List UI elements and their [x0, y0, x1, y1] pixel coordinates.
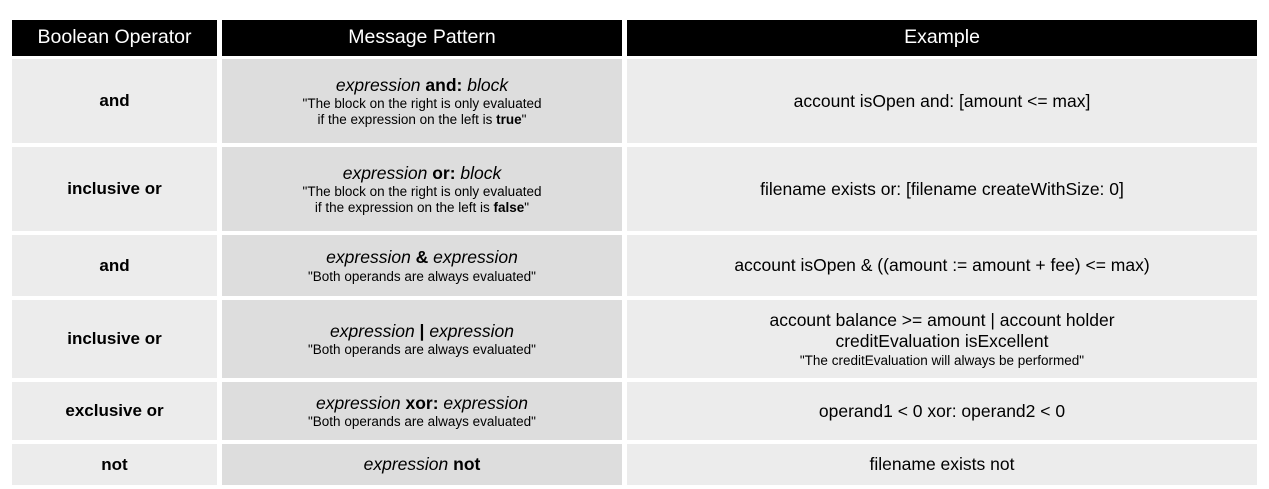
pattern-keyword: not [453, 454, 481, 475]
table-row: exclusive or expression xor: expression … [12, 382, 1257, 441]
pattern-note-line2: if the expression on the left is true" [303, 112, 542, 128]
cell-message-pattern: expression and: block "The block on the … [222, 59, 622, 144]
cell-example: account isOpen & ((amount := amount + fe… [627, 235, 1257, 297]
example-line: filename exists or: [filename createWith… [760, 178, 1124, 199]
pattern-signature: expression and: block [336, 75, 508, 96]
pattern-pre: expression [326, 247, 416, 268]
pattern-note: "The block on the right is only evaluate… [303, 184, 542, 216]
pattern-note: "Both operands are always evaluated" [308, 269, 536, 285]
column-header-message-pattern: Message Pattern [222, 20, 622, 57]
pattern-signature: expression & expression [326, 247, 518, 268]
cell-message-pattern: expression not [222, 444, 622, 486]
note-pre: if the expression on the left is [317, 112, 497, 128]
pattern-pre: expression [330, 320, 420, 341]
cell-operator: and [12, 235, 217, 297]
table-header-row: Boolean Operator Message Pattern Example [12, 20, 1257, 57]
pattern-note: "Both operands are always evaluated" [308, 342, 536, 358]
cell-operator: not [12, 444, 217, 486]
cell-message-pattern: expression xor: expression "Both operand… [222, 382, 622, 441]
table-row: not expression not filename exists not [12, 444, 1257, 486]
column-header-example: Example [627, 20, 1257, 57]
example-note: "The creditEvaluation will always be per… [799, 352, 1085, 368]
table-row: and expression & expression "Both operan… [12, 235, 1257, 297]
pattern-pre: expression [335, 74, 426, 95]
pattern-keyword: and: [425, 74, 463, 95]
cell-message-pattern: expression & expression "Both operands a… [222, 235, 622, 297]
cell-example: account isOpen and: [amount <= max] [627, 59, 1257, 144]
pattern-note-line1: "The block on the right is only evaluate… [302, 96, 542, 112]
pattern-signature: expression xor: expression [316, 393, 528, 414]
example-line: account balance >= amount | account hold… [769, 309, 1115, 330]
table-row: inclusive or expression | expression "Bo… [12, 300, 1257, 379]
cell-example: filename exists not [627, 444, 1257, 486]
pattern-post: block [462, 74, 509, 95]
pattern-note-line2: if the expression on the left is false" [303, 200, 542, 216]
example-line: operand1 < 0 xor: operand2 < 0 [818, 400, 1066, 421]
pattern-note: "Both operands are always evaluated" [308, 414, 536, 430]
cell-operator: and [12, 59, 217, 144]
cell-operator: exclusive or [12, 382, 217, 441]
cell-example: operand1 < 0 xor: operand2 < 0 [627, 382, 1257, 441]
note-keyword: false [493, 200, 525, 216]
pattern-pre: expression [315, 392, 406, 413]
cell-operator: inclusive or [12, 300, 217, 379]
note-keyword: true [496, 112, 522, 128]
pattern-keyword: or: [432, 162, 456, 183]
pattern-note: "The block on the right is only evaluate… [303, 96, 542, 128]
example-line: account isOpen & ((amount := amount + fe… [734, 255, 1150, 276]
cell-message-pattern: expression or: block "The block on the r… [222, 147, 622, 232]
pattern-post: block [455, 162, 502, 183]
pattern-keyword: & [415, 247, 429, 268]
pattern-note-line1: "Both operands are always evaluated" [308, 342, 536, 358]
pattern-note-line1: "Both operands are always evaluated" [308, 268, 536, 284]
cell-example: account balance >= amount | account hold… [627, 300, 1257, 379]
pattern-signature: expression or: block [343, 163, 502, 184]
pattern-signature: expression | expression [330, 321, 514, 342]
note-pre: if the expression on the left is [314, 200, 494, 216]
example-line: account isOpen and: [amount <= max] [793, 90, 1091, 111]
pattern-keyword: xor: [405, 392, 439, 413]
pattern-note-line1: "Both operands are always evaluated" [308, 414, 536, 430]
boolean-operators-table: Boolean Operator Message Pattern Example… [12, 20, 1257, 489]
note-post: " [521, 112, 527, 128]
pattern-post: expression [428, 247, 518, 268]
example-line: creditEvaluation isExcellent [835, 330, 1049, 351]
pattern-pre: expression [363, 454, 454, 475]
pattern-pre: expression [342, 162, 433, 183]
pattern-post: expression [424, 320, 514, 341]
table-row: and expression and: block "The block on … [12, 59, 1257, 144]
pattern-post: expression [438, 392, 529, 413]
pattern-keyword: | [419, 320, 425, 341]
cell-operator: inclusive or [12, 147, 217, 232]
pattern-signature: expression not [364, 454, 481, 475]
cell-message-pattern: expression | expression "Both operands a… [222, 300, 622, 379]
pattern-note-line1: "The block on the right is only evaluate… [302, 184, 542, 200]
column-header-boolean-operator: Boolean Operator [12, 20, 217, 57]
example-line: filename exists not [869, 454, 1015, 475]
note-post: " [524, 200, 530, 216]
table-row: inclusive or expression or: block "The b… [12, 147, 1257, 232]
cell-example: filename exists or: [filename createWith… [627, 147, 1257, 232]
